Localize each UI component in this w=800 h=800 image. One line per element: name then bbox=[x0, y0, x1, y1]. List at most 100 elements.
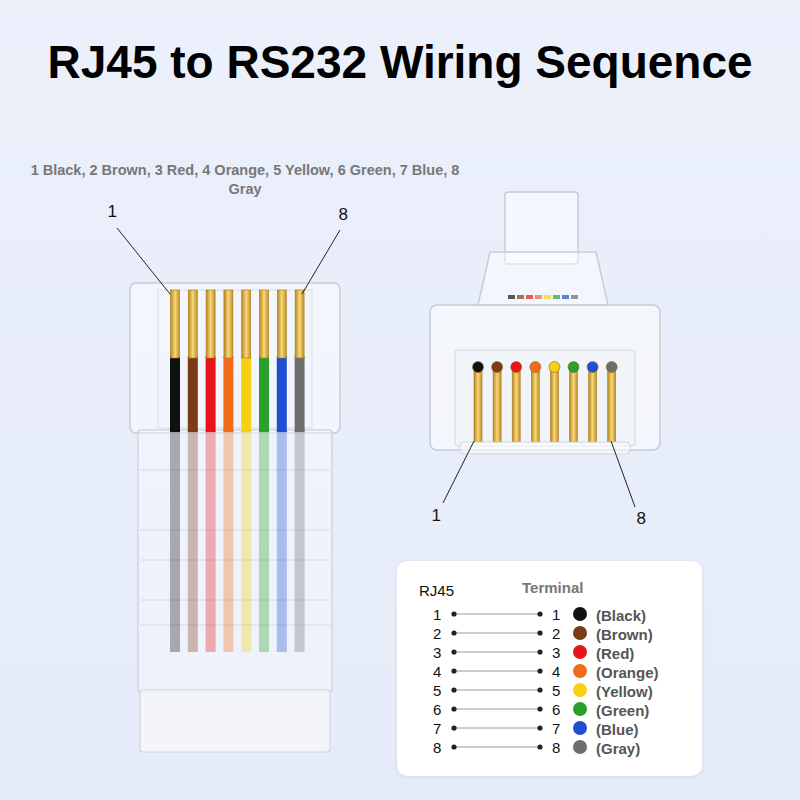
plug-front bbox=[430, 305, 660, 450]
color-swatch bbox=[573, 626, 587, 640]
color-sequence-note: 1 Black, 2 Brown, 3 Red, 4 Orange, 5 Yel… bbox=[25, 161, 465, 199]
color-name: (Brown) bbox=[596, 626, 653, 643]
wire-faded bbox=[295, 430, 305, 652]
pin-number: 2 bbox=[433, 625, 441, 642]
pin-number: 5 bbox=[433, 682, 441, 699]
pin-number: 3 bbox=[433, 644, 441, 661]
terminal-dot bbox=[537, 649, 542, 654]
leader-line bbox=[117, 228, 170, 294]
column-heading: RJ45 bbox=[419, 582, 454, 599]
wire-line bbox=[454, 747, 540, 748]
pin-number: 6 bbox=[433, 701, 441, 718]
color-swatch bbox=[573, 607, 587, 621]
pin-number: 8 bbox=[552, 739, 560, 756]
wire-core bbox=[170, 356, 180, 432]
color-name: (Green) bbox=[596, 702, 649, 719]
pin-number: 1 bbox=[552, 606, 560, 623]
gold-pin bbox=[608, 366, 616, 442]
wire-end bbox=[530, 362, 541, 373]
pin-window bbox=[455, 350, 635, 446]
pin-number: 3 bbox=[552, 644, 560, 661]
leader-line bbox=[611, 441, 635, 507]
plug-body bbox=[138, 430, 332, 692]
pin-number: 7 bbox=[552, 720, 560, 737]
gold-contact bbox=[224, 290, 233, 358]
plug-bottom bbox=[460, 442, 630, 454]
gold-contact bbox=[188, 290, 197, 358]
wire-core bbox=[223, 356, 233, 432]
gold-contact bbox=[295, 290, 304, 358]
color-name: (Black) bbox=[596, 607, 646, 624]
wire-core bbox=[277, 356, 287, 432]
pin-number: 4 bbox=[552, 663, 560, 680]
pin-number: 4 bbox=[433, 663, 441, 680]
terminal-dot bbox=[537, 687, 542, 692]
pin-number: 8 bbox=[433, 739, 441, 756]
terminal-dot bbox=[451, 611, 456, 616]
wire-hint bbox=[571, 295, 578, 299]
gold-pin bbox=[474, 366, 482, 442]
wire-hint bbox=[544, 295, 551, 299]
latch-base bbox=[478, 252, 608, 305]
terminal-dot bbox=[537, 706, 542, 711]
color-swatch bbox=[573, 740, 587, 754]
wire-faded bbox=[259, 430, 269, 652]
gold-pin bbox=[493, 366, 501, 442]
color-swatch bbox=[573, 702, 587, 716]
terminal-dot bbox=[451, 687, 456, 692]
gold-pin bbox=[570, 366, 578, 442]
terminal-dot bbox=[451, 725, 456, 730]
gold-contact bbox=[171, 290, 180, 358]
pin-number: 5 bbox=[552, 682, 560, 699]
wiring-table: RJ45 Terminal 1 1 (Black) 2 2 (Brown) 3 3 (Red) 4 4 (… bbox=[397, 561, 702, 776]
terminal-dot bbox=[451, 630, 456, 635]
pin-number: 6 bbox=[552, 701, 560, 718]
gold-contact bbox=[260, 290, 269, 358]
wire-line bbox=[454, 709, 540, 710]
wire-core bbox=[259, 356, 269, 432]
gold-pin bbox=[589, 366, 597, 442]
wire-line bbox=[454, 614, 540, 615]
plug-head bbox=[130, 283, 340, 433]
pin-number: 1 bbox=[433, 606, 441, 623]
color-name: (Yellow) bbox=[596, 683, 653, 700]
wire-hint bbox=[562, 295, 569, 299]
wire-line bbox=[454, 652, 540, 653]
wire-end bbox=[568, 362, 579, 373]
pin-number: 7 bbox=[433, 720, 441, 737]
gold-contact bbox=[206, 290, 215, 358]
terminal-dot bbox=[537, 725, 542, 730]
wire-faded bbox=[241, 430, 251, 652]
wire-faded bbox=[277, 430, 287, 652]
pin-number: 2 bbox=[552, 625, 560, 642]
right-plug bbox=[430, 192, 660, 454]
wire-core bbox=[188, 356, 198, 432]
wire-line bbox=[454, 633, 540, 634]
color-name: (Blue) bbox=[596, 721, 639, 738]
inner-frame bbox=[158, 290, 312, 428]
color-name: (Orange) bbox=[596, 664, 659, 681]
gold-pin bbox=[531, 366, 539, 442]
wire-line bbox=[454, 728, 540, 729]
wire-hint bbox=[508, 295, 515, 299]
column-heading: Terminal bbox=[522, 579, 583, 596]
color-swatch bbox=[573, 645, 587, 659]
terminal-dot bbox=[537, 611, 542, 616]
wire-faded bbox=[206, 430, 216, 652]
wire-core bbox=[295, 356, 305, 432]
wire-end bbox=[606, 362, 617, 373]
callout-number: 1 bbox=[432, 506, 441, 526]
cable-boot bbox=[140, 690, 330, 752]
wire-end bbox=[473, 362, 484, 373]
color-swatch bbox=[573, 683, 587, 697]
callout-number: 8 bbox=[637, 509, 646, 529]
terminal-dot bbox=[537, 630, 542, 635]
wire-hint bbox=[517, 295, 524, 299]
wire-hint bbox=[535, 295, 542, 299]
color-name: (Red) bbox=[596, 645, 634, 662]
wire-line bbox=[454, 690, 540, 691]
left-plug bbox=[130, 283, 340, 752]
wire-end bbox=[511, 362, 522, 373]
terminal-dot bbox=[537, 744, 542, 749]
wire-line bbox=[454, 671, 540, 672]
